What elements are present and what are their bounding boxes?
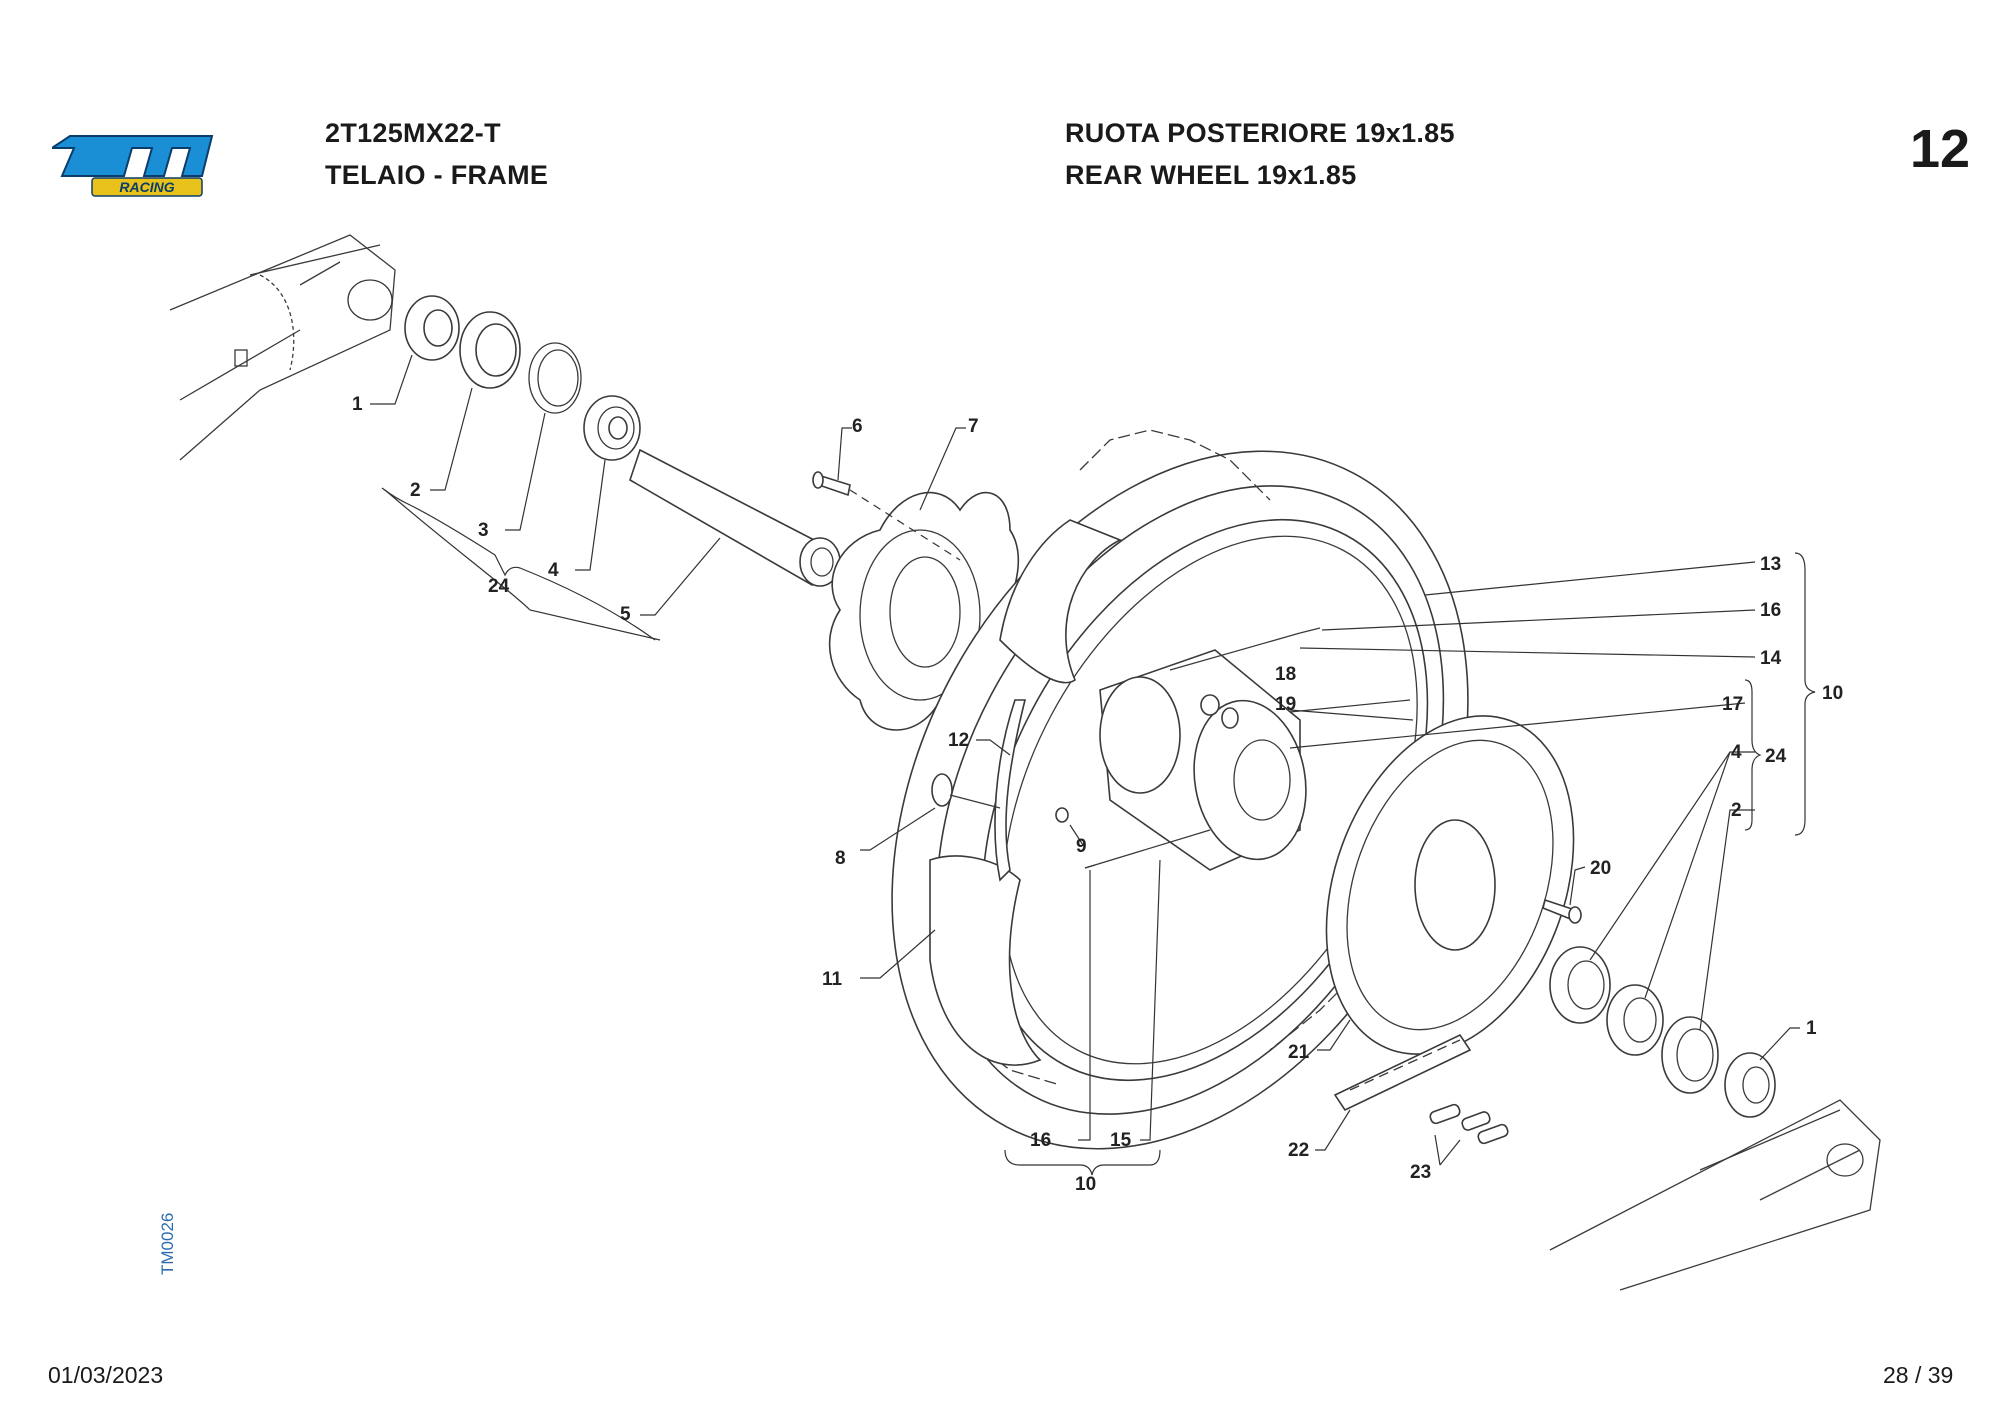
callout-19: 19 (1275, 694, 1296, 715)
callout-22: 22 (1288, 1140, 1309, 1161)
callout-12: 12 (948, 730, 969, 751)
callout-2-left: 2 (410, 480, 421, 501)
brace-10-right (1794, 552, 1816, 836)
callout-1-left: 1 (352, 394, 363, 415)
bearing-4-right (1549, 946, 1611, 1024)
drawing-code: TM0026 (158, 1212, 177, 1275)
axle-spacer-5 (629, 448, 841, 587)
valve-8 (931, 773, 1001, 809)
svg-text:RACING: RACING (119, 179, 174, 195)
inner-tube-11 (929, 519, 1122, 1066)
swingarm-left (169, 234, 396, 461)
callout-1-right: 1 (1806, 1018, 1817, 1039)
callout-8: 8 (835, 848, 846, 869)
callout-4-left: 4 (548, 560, 559, 581)
bearing-4-left (583, 395, 641, 461)
seal-2-left (459, 311, 521, 389)
callout-labels: 1 2 3 4 24 5 6 7 8 9 11 12 13 16 14 10 1… (352, 394, 1843, 1195)
spoke-15 (1084, 829, 1211, 869)
tm-racing-logo: RACING (52, 135, 214, 197)
brace-10-bottom (1004, 1149, 1161, 1176)
section-title: TELAIO - FRAME (325, 160, 549, 190)
callout-14: 14 (1760, 648, 1782, 669)
callout-4-right: 4 (1731, 742, 1742, 763)
callout-7: 7 (968, 416, 979, 437)
bolt-20 (1542, 898, 1582, 924)
callout-24-right: 24 (1765, 746, 1787, 767)
brace-24-left (381, 487, 656, 641)
leader-lines (370, 354, 1800, 1166)
hub (1099, 649, 1307, 871)
callout-15: 15 (1110, 1130, 1132, 1151)
callout-18: 18 (1275, 664, 1296, 685)
callout-3: 3 (478, 520, 489, 541)
spacer-1-left (404, 295, 460, 361)
callout-10-right: 10 (1822, 683, 1843, 704)
sprocket-21 (1325, 715, 1575, 1055)
bearing-4b-right (1606, 984, 1664, 1056)
callout-24-left: 24 (488, 576, 510, 597)
nut-9 (1055, 807, 1069, 823)
chain-22 (1333, 1033, 1472, 1112)
callout-2-right: 2 (1731, 800, 1742, 821)
callout-23: 23 (1410, 1162, 1431, 1183)
callout-21: 21 (1288, 1042, 1310, 1063)
callout-17: 17 (1722, 694, 1743, 715)
callout-5: 5 (620, 604, 631, 625)
model-code: 2T125MX22-T (325, 118, 501, 148)
footer-date: 01/03/2023 (48, 1362, 164, 1388)
spoke-nipples-18-19 (1200, 694, 1239, 729)
spacer-1-right (1724, 1052, 1776, 1118)
callout-16-right: 16 (1760, 600, 1781, 621)
seal-2-right (1661, 1016, 1719, 1094)
master-link-23 (1429, 1103, 1509, 1145)
swingarm-right (1549, 1099, 1881, 1291)
circlip-3 (528, 342, 582, 414)
callout-16-bottom: 16 (1030, 1130, 1051, 1151)
page-number: 12 (1910, 119, 1971, 179)
title-english: REAR WHEEL 19x1.85 (1065, 160, 1357, 190)
callout-11: 11 (822, 969, 843, 990)
bolt-6 (812, 471, 851, 497)
title-italian: RUOTA POSTERIORE 19x1.85 (1065, 118, 1455, 148)
footer-page-count: 28 / 39 (1883, 1362, 1954, 1388)
callout-6: 6 (852, 416, 863, 437)
callout-20: 20 (1590, 858, 1611, 879)
spoke-14 (1169, 632, 1301, 671)
callout-13: 13 (1760, 554, 1781, 575)
brace-24-right (1744, 679, 1762, 831)
callout-10-bottom: 10 (1075, 1174, 1096, 1195)
callout-9: 9 (1076, 836, 1087, 857)
